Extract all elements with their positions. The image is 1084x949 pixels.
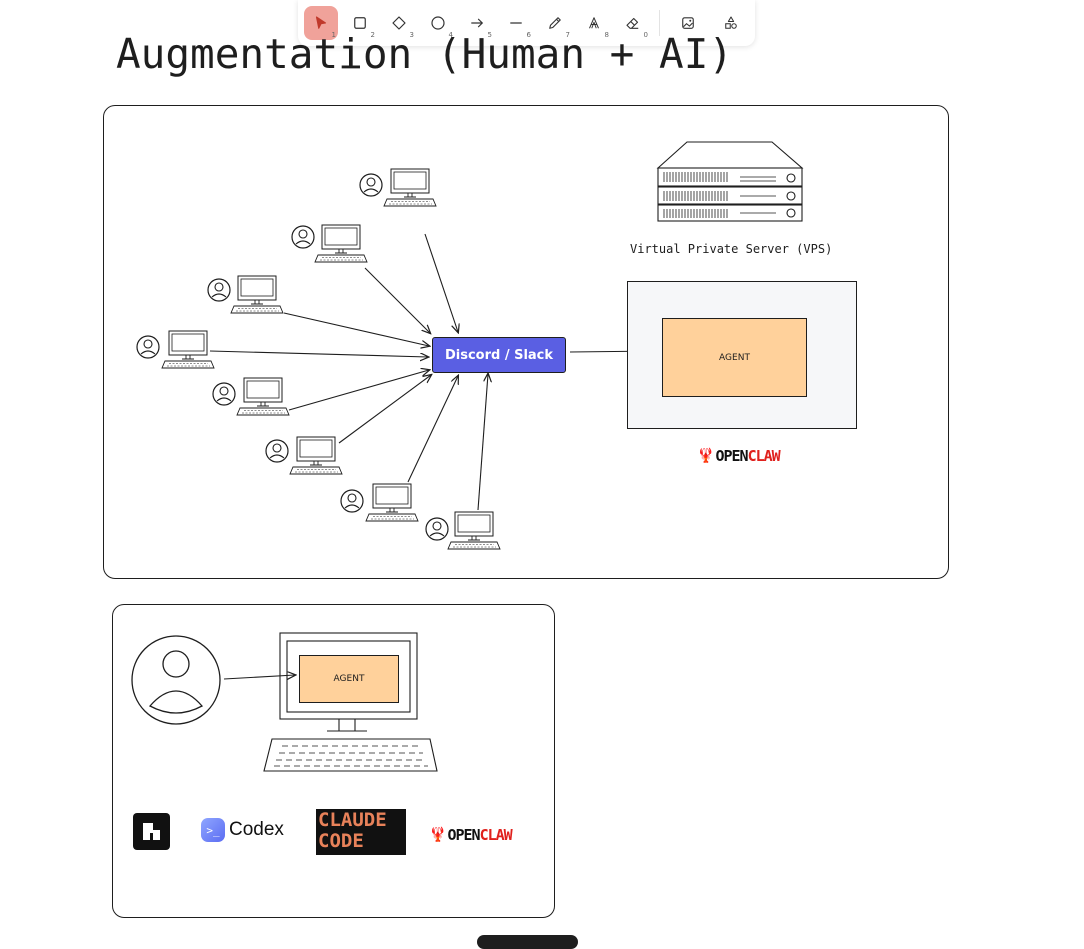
user-workstation bbox=[359, 168, 437, 207]
line-icon bbox=[510, 22, 522, 24]
server-icon bbox=[656, 141, 804, 222]
computer-icon bbox=[365, 483, 419, 522]
user-workstation bbox=[212, 377, 290, 416]
vps-label[interactable]: Virtual Private Server (VPS) bbox=[630, 242, 833, 256]
select-tool-button[interactable]: 1 bbox=[304, 6, 338, 40]
codex-logo[interactable]: >_ Codex bbox=[201, 818, 284, 842]
bottom-frame[interactable] bbox=[112, 604, 555, 918]
user-icon bbox=[291, 225, 315, 249]
computer-icon bbox=[161, 330, 215, 369]
pencil-icon bbox=[549, 17, 561, 29]
arrow bbox=[338, 375, 431, 444]
toolbar: 1 2 3 4 5 6 7 8 0 bbox=[298, 0, 755, 46]
arrow bbox=[283, 312, 429, 346]
pointer-icon bbox=[315, 16, 327, 29]
shortcut-key: 5 bbox=[487, 31, 492, 39]
image-icon bbox=[682, 17, 694, 29]
arrow-right-icon bbox=[471, 18, 484, 28]
shortcut-key: 3 bbox=[409, 31, 414, 39]
toolbar-divider bbox=[659, 10, 660, 36]
shapes-library-tool-button[interactable] bbox=[714, 6, 748, 40]
computer-icon bbox=[236, 377, 290, 416]
text-icon bbox=[589, 17, 599, 29]
user-icon bbox=[340, 489, 364, 513]
user-icon bbox=[425, 517, 449, 541]
arrow bbox=[223, 675, 295, 679]
shortcut-key: 1 bbox=[331, 31, 336, 39]
lobster-icon: 🦞 bbox=[697, 448, 714, 464]
user-workstation bbox=[340, 483, 419, 522]
codex-icon: >_ bbox=[201, 818, 225, 842]
local-agent-node[interactable]: AGENT bbox=[299, 655, 399, 703]
user-icon bbox=[207, 278, 231, 302]
openclaw-text-open: OPEN bbox=[447, 826, 480, 844]
computer-icon bbox=[383, 168, 437, 207]
shapes-icon bbox=[725, 16, 737, 29]
ellipse-tool-button[interactable]: 4 bbox=[421, 6, 455, 40]
shortcut-key: 0 bbox=[643, 31, 648, 39]
arrow bbox=[477, 374, 488, 511]
user-icon bbox=[265, 439, 289, 463]
shortcut-key: 7 bbox=[565, 31, 570, 39]
diamond-icon bbox=[392, 16, 406, 30]
bottom-control-pill[interactable] bbox=[477, 935, 578, 949]
openclaw-text-claw: CLAW bbox=[747, 447, 781, 465]
text-tool-button[interactable]: 8 bbox=[577, 6, 611, 40]
connection-arrows bbox=[209, 233, 657, 679]
computer-icon bbox=[447, 511, 501, 550]
top-frame[interactable] bbox=[103, 105, 949, 579]
computer-icon bbox=[230, 275, 284, 314]
large-computer-icon bbox=[263, 632, 438, 772]
black-app-logo[interactable] bbox=[133, 813, 170, 850]
shortcut-key: 2 bbox=[370, 31, 375, 39]
draw-tool-button[interactable]: 7 bbox=[538, 6, 572, 40]
eraser-icon bbox=[626, 17, 639, 29]
discord-slack-node[interactable]: Discord / Slack bbox=[432, 337, 566, 373]
user-icon bbox=[359, 173, 383, 197]
user-workstation bbox=[265, 436, 343, 475]
arrow bbox=[407, 376, 458, 483]
shortcut-key: 6 bbox=[526, 31, 531, 39]
line-tool-button[interactable]: 6 bbox=[499, 6, 533, 40]
image-tool-button[interactable] bbox=[671, 6, 705, 40]
lobster-icon: 🦞 bbox=[429, 827, 446, 843]
canvas-title[interactable]: Augmentation (Human + AI) bbox=[116, 30, 734, 78]
eraser-tool-button[interactable]: 0 bbox=[616, 6, 650, 40]
circle-icon bbox=[431, 16, 445, 30]
openclaw-text-claw: CLAW bbox=[479, 826, 513, 844]
vps-agent-node[interactable]: AGENT bbox=[662, 318, 807, 397]
app-logo-icon bbox=[143, 823, 160, 840]
arrow bbox=[288, 370, 429, 411]
openclaw-text-open: OPEN bbox=[715, 447, 748, 465]
computer-icon bbox=[314, 224, 368, 263]
arrow bbox=[209, 350, 428, 357]
user-workstation bbox=[136, 330, 215, 369]
user-icon bbox=[136, 335, 160, 359]
user-icon bbox=[212, 382, 236, 406]
user-workstation bbox=[425, 511, 501, 550]
large-user-icon bbox=[131, 635, 221, 725]
arrow bbox=[424, 233, 458, 332]
diamond-tool-button[interactable]: 3 bbox=[382, 6, 416, 40]
computer-icon bbox=[289, 436, 343, 475]
arrow bbox=[364, 267, 430, 333]
codex-label: Codex bbox=[229, 819, 284, 840]
user-workstation bbox=[291, 224, 368, 263]
arrow-tool-button[interactable]: 5 bbox=[460, 6, 494, 40]
rectangle-tool-button[interactable]: 2 bbox=[343, 6, 377, 40]
square-icon bbox=[354, 17, 366, 29]
user-workstation bbox=[207, 275, 284, 314]
shortcut-key: 4 bbox=[448, 31, 453, 39]
shortcut-key: 8 bbox=[604, 31, 609, 39]
